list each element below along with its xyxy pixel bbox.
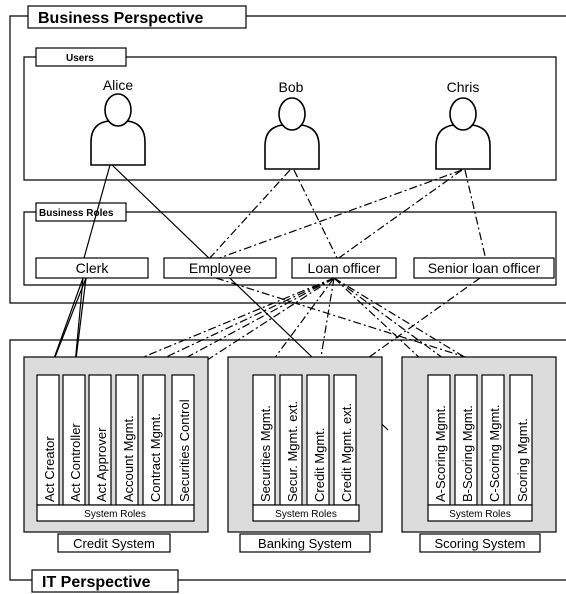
connector-alice-clerk bbox=[83, 164, 111, 259]
business-role-label: Employee bbox=[189, 260, 251, 276]
system-credit: Act Creator Act Controller Act Approver … bbox=[23, 356, 209, 553]
system-roles-bar bbox=[36, 504, 195, 522]
system-role-credit-mgmt-ext: Credit Mgmt. ext. bbox=[339, 403, 354, 502]
system-role-b-scoring-mgmt: B-Scoring Mgmt. bbox=[460, 405, 475, 502]
business-role-loan-officer: Loan officer bbox=[291, 257, 397, 279]
system-role-credit-mgmt: Credit Mgmt. bbox=[312, 428, 327, 502]
business-perspective-frame: Business Perspective bbox=[9, 5, 566, 304]
user-name-chris: Chris bbox=[447, 79, 480, 95]
system-role-act-creator: Act Creator bbox=[42, 436, 57, 502]
it-perspective-title: IT Perspective bbox=[42, 574, 151, 591]
it-perspective-title-box bbox=[31, 569, 179, 593]
system-role-securities-mgmt: Securities Mgmt. bbox=[258, 405, 273, 502]
connector-chris-senior-loan-officer bbox=[464, 169, 487, 261]
users-section-label: Users bbox=[66, 53, 94, 64]
system-roles-bar bbox=[252, 504, 360, 522]
business-perspective-title-box bbox=[27, 5, 247, 29]
user-name-alice: Alice bbox=[103, 77, 134, 93]
system-name-box bbox=[239, 533, 371, 553]
system-role-secur-mgmt-ext: Secur. Mgmt. ext. bbox=[285, 401, 300, 502]
connector-lo-account-mgmt bbox=[127, 277, 335, 376]
system-name-banking: Banking System bbox=[258, 536, 352, 551]
user-alice: Alice bbox=[90, 77, 146, 166]
system-role-scoring-mgmt: Scoring Mgmt. bbox=[515, 418, 530, 502]
connector-chris-loan-officer bbox=[335, 169, 463, 261]
business-roles-section: Business Roles bbox=[23, 202, 557, 286]
system-name-credit: Credit System bbox=[73, 536, 155, 551]
system-name-scoring: Scoring System bbox=[434, 536, 525, 551]
person-icon bbox=[264, 97, 320, 170]
connector-lo-b-scoring bbox=[333, 277, 467, 376]
business-roles-label-box bbox=[35, 202, 127, 222]
system-role-columns: Act Creator Act Controller Act Approver … bbox=[36, 374, 195, 506]
business-perspective-title: Business Perspective bbox=[38, 10, 204, 27]
business-role-label: Loan officer bbox=[308, 260, 381, 276]
system-banking: Securities Mgmt. Secur. Mgmt. ext. Credi… bbox=[227, 356, 383, 553]
system-role-c-scoring-mgmt: C-Scoring Mgmt. bbox=[487, 404, 502, 502]
connector-chris-employee bbox=[213, 169, 463, 261]
system-roles-label: System Roles bbox=[449, 509, 511, 520]
system-roles-label: System Roles bbox=[84, 509, 146, 520]
users-section: Users bbox=[23, 47, 557, 181]
system-role-columns: Securities Mgmt. Secur. Mgmt. ext. Credi… bbox=[252, 374, 357, 506]
business-role-clerk: Clerk bbox=[35, 257, 149, 279]
connector-bob-loan-officer bbox=[293, 169, 339, 261]
system-role-act-approver: Act Approver bbox=[94, 427, 109, 502]
business-role-senior-loan-officer: Senior loan officer bbox=[413, 257, 555, 279]
system-role-columns: A-Scoring Mgmt. B-Scoring Mgmt. C-Scorin… bbox=[427, 374, 533, 506]
users-section-label-box bbox=[35, 47, 127, 67]
system-role-act-controller: Act Controller bbox=[68, 423, 83, 502]
person-icon bbox=[90, 93, 146, 166]
person-icon bbox=[435, 97, 491, 170]
connector-lo-contract-mgmt bbox=[153, 277, 335, 376]
system-role-contract-mgmt: Contract Mgmt. bbox=[148, 413, 163, 502]
business-role-label: Clerk bbox=[76, 260, 110, 276]
system-roles-bar bbox=[427, 504, 533, 522]
it-perspective-title-group: IT Perspective bbox=[31, 569, 179, 593]
user-bob: Bob bbox=[264, 79, 320, 170]
business-role-label: Senior loan officer bbox=[428, 260, 541, 276]
business-roles-label: Business Roles bbox=[39, 208, 114, 219]
business-role-employee: Employee bbox=[163, 257, 277, 279]
connector-lo-securities-control bbox=[183, 277, 335, 376]
system-roles-label: System Roles bbox=[275, 509, 337, 520]
system-scoring: A-Scoring Mgmt. B-Scoring Mgmt. C-Scorin… bbox=[401, 356, 557, 553]
user-chris: Chris bbox=[435, 79, 491, 170]
system-role-securities-control: Securities Control bbox=[177, 399, 192, 502]
system-name-box bbox=[419, 533, 541, 553]
system-name-box bbox=[57, 533, 171, 553]
user-name-bob: Bob bbox=[279, 79, 304, 95]
it-perspective-frame bbox=[9, 339, 566, 581]
connector-bob-employee bbox=[207, 169, 291, 261]
system-role-account-mgmt: Account Mgmt. bbox=[121, 415, 136, 502]
system-role-a-scoring-mgmt: A-Scoring Mgmt. bbox=[433, 405, 448, 502]
